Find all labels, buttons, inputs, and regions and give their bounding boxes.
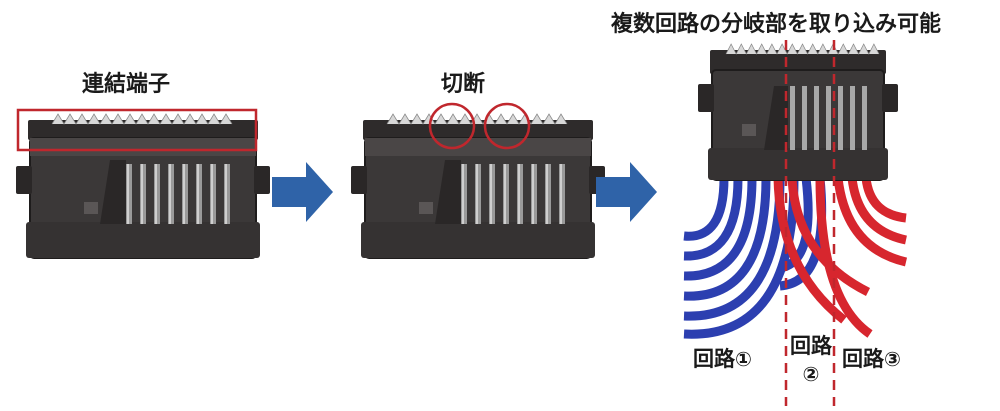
circuit-3-text: 回路 xyxy=(842,347,884,371)
circuit-2-text: 回路 xyxy=(790,334,832,358)
circuit-1-number: ① xyxy=(735,347,752,371)
connector-cut xyxy=(350,113,606,259)
circuit-1-text: 回路 xyxy=(693,347,735,371)
circuit-3-label: 回路③ xyxy=(842,343,901,373)
circuit-3-number: ③ xyxy=(884,347,901,371)
red-wire-bundle xyxy=(773,177,908,338)
arrow-right-icon xyxy=(272,162,333,222)
step1-label: 連結端子 xyxy=(82,72,171,97)
cut-point-circle-left xyxy=(428,102,476,150)
blue-wire-bundle xyxy=(683,177,799,339)
connector-original xyxy=(15,113,271,259)
headline: 複数回路の分岐部を取り込み可能 xyxy=(611,12,942,37)
cut-point-circle-right xyxy=(483,102,531,150)
terminal-highlight-box xyxy=(16,108,258,152)
connector-multi-circuit xyxy=(698,43,898,181)
circuit-1-label: 回路① xyxy=(693,343,752,373)
circuit-2-label: 回路 ② xyxy=(788,332,834,388)
circuit-2-number: ② xyxy=(802,362,820,386)
step2-label: 切断 xyxy=(441,72,486,97)
arrow-right-icon xyxy=(596,162,657,222)
